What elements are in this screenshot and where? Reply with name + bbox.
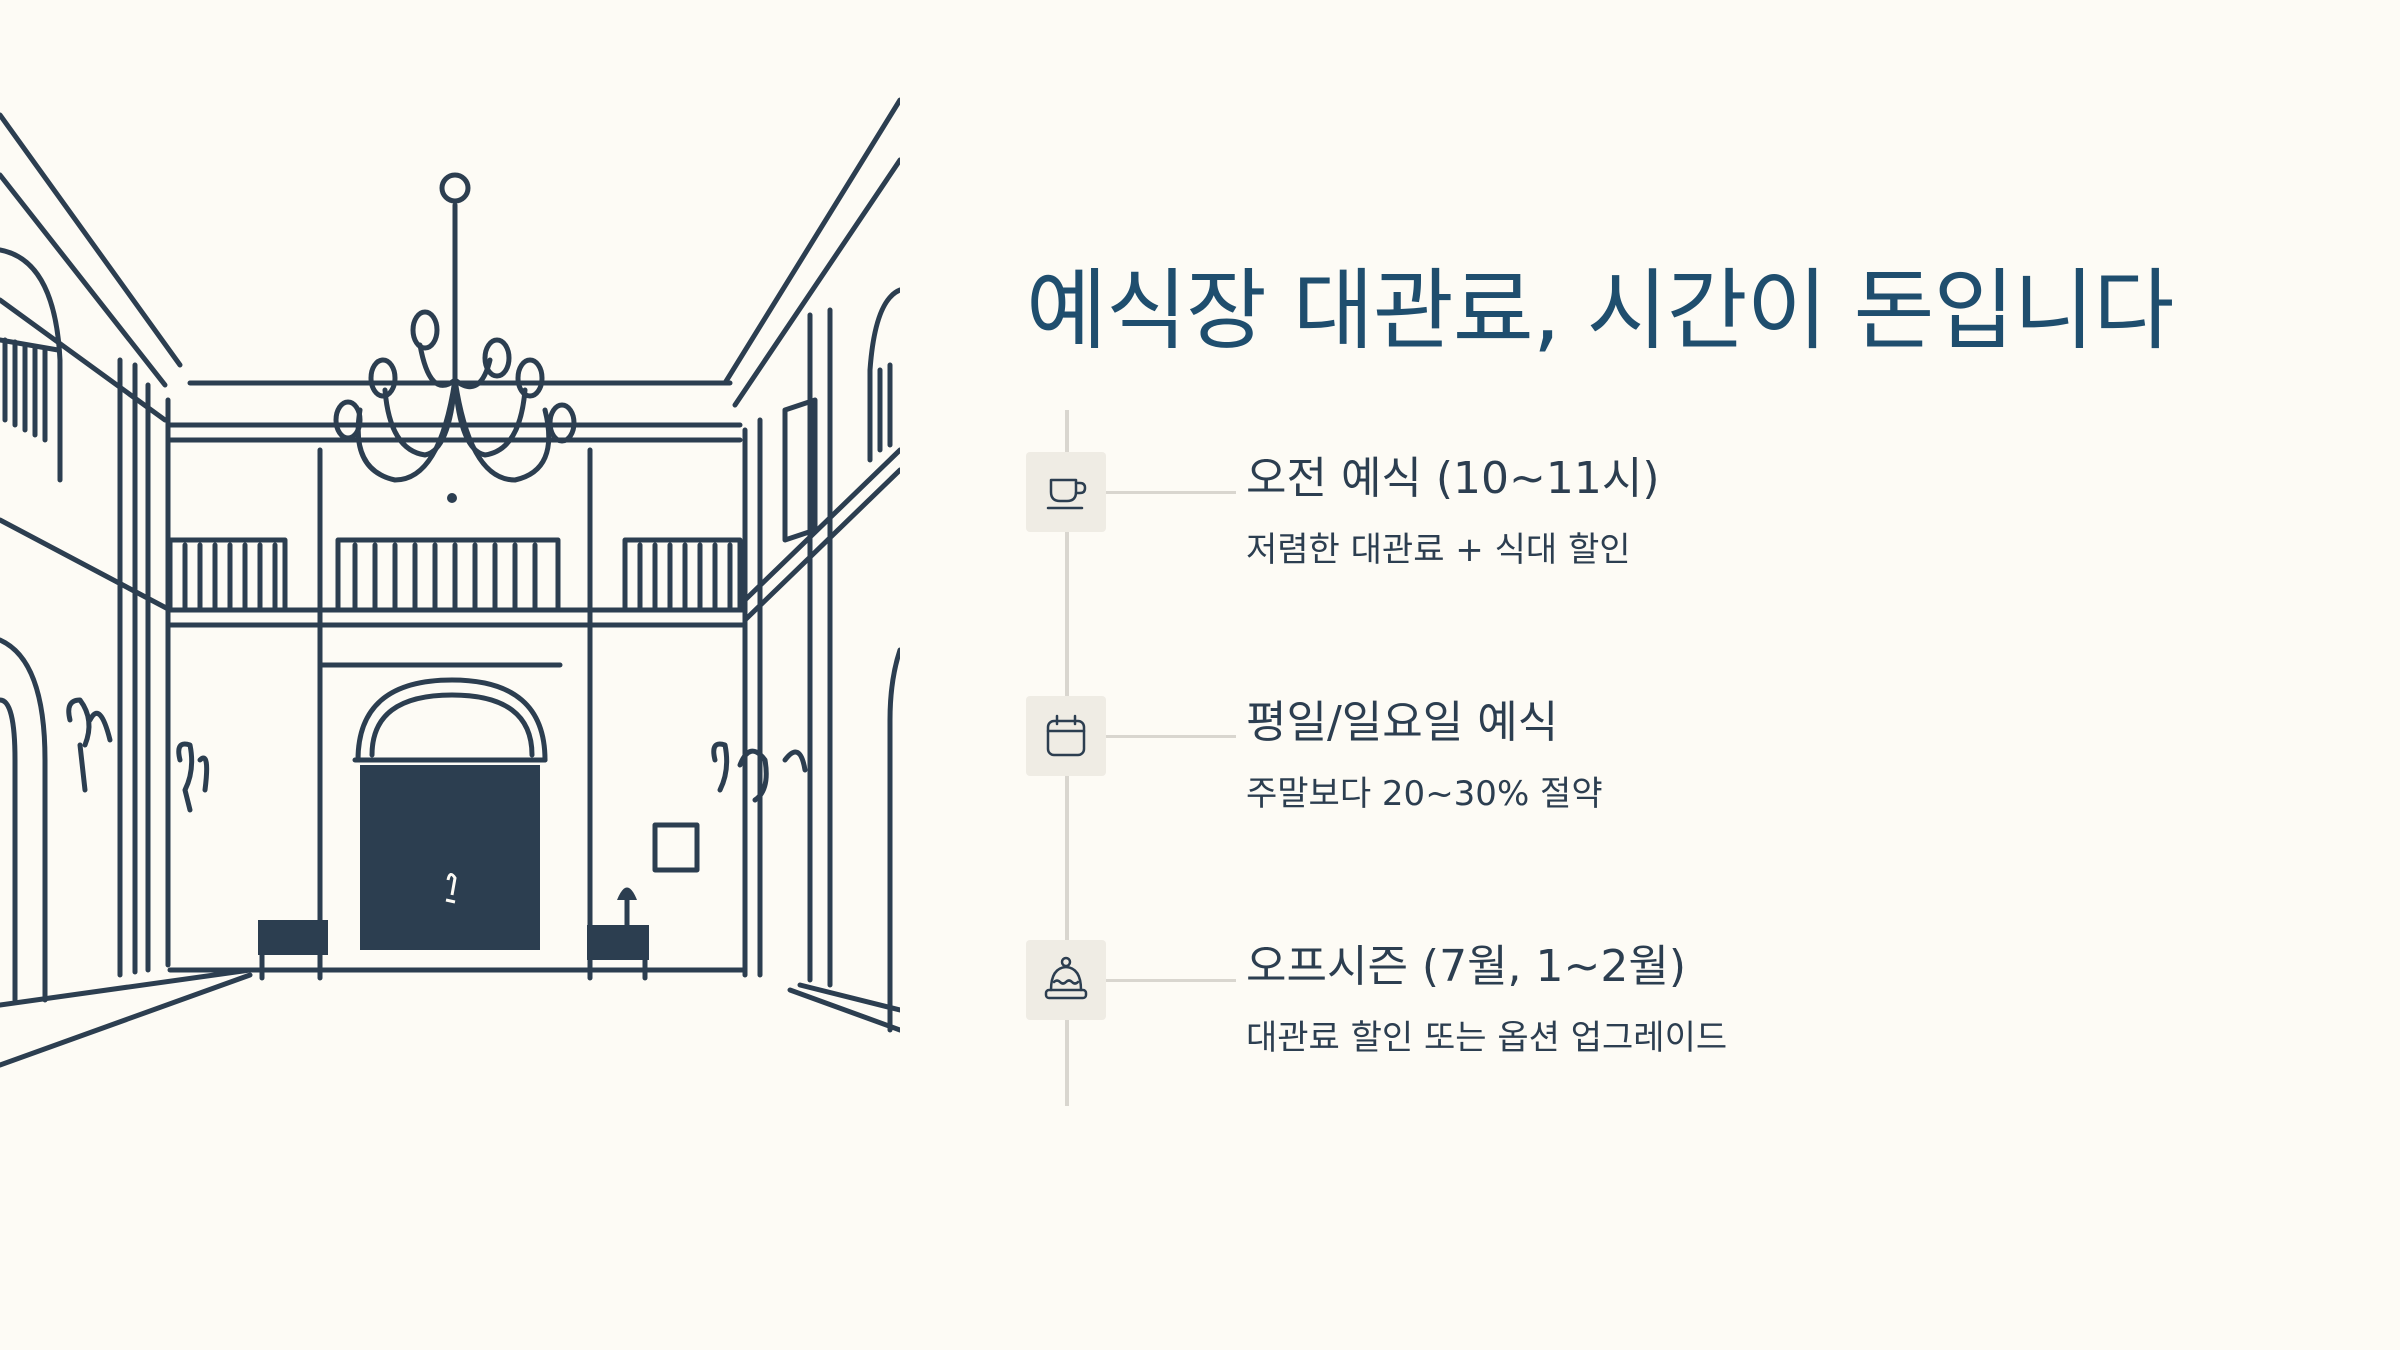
item-description: 대관료 할인 또는 옵션 업그레이드 [1246,1018,1728,1058]
coffee-cup-icon [1046,478,1087,510]
slide-title: 예식장 대관료, 시간이 돈입니다 [1026,259,2174,362]
timeline-item: 평일/일요일 예식 주말보다 20~30% 절약 [1026,696,2326,814]
item-title: 오전 예식 (10~11시) [1246,453,1660,504]
winter-hat-icon [1044,956,1088,1000]
icon-box [1026,452,1106,532]
item-description: 주말보다 20~30% 절약 [1246,774,1603,814]
icon-box [1026,940,1106,1020]
timeline-connector [1106,735,1236,738]
item-title: 오프시즌 (7월, 1~2월) [1246,941,1687,992]
wedding-hall-illustration [0,97,900,1068]
timeline-item: 오전 예식 (10~11시) 저렴한 대관료 + 식대 할인 [1026,452,2326,570]
timeline-connector [1106,491,1236,494]
timeline-item: 오프시즌 (7월, 1~2월) 대관료 할인 또는 옵션 업그레이드 [1026,940,2326,1058]
icon-box [1026,696,1106,776]
timeline-connector [1106,979,1236,982]
item-title: 평일/일요일 예식 [1246,697,1559,748]
calendar-icon [1046,714,1086,757]
item-description: 저렴한 대관료 + 식대 할인 [1246,530,1631,570]
